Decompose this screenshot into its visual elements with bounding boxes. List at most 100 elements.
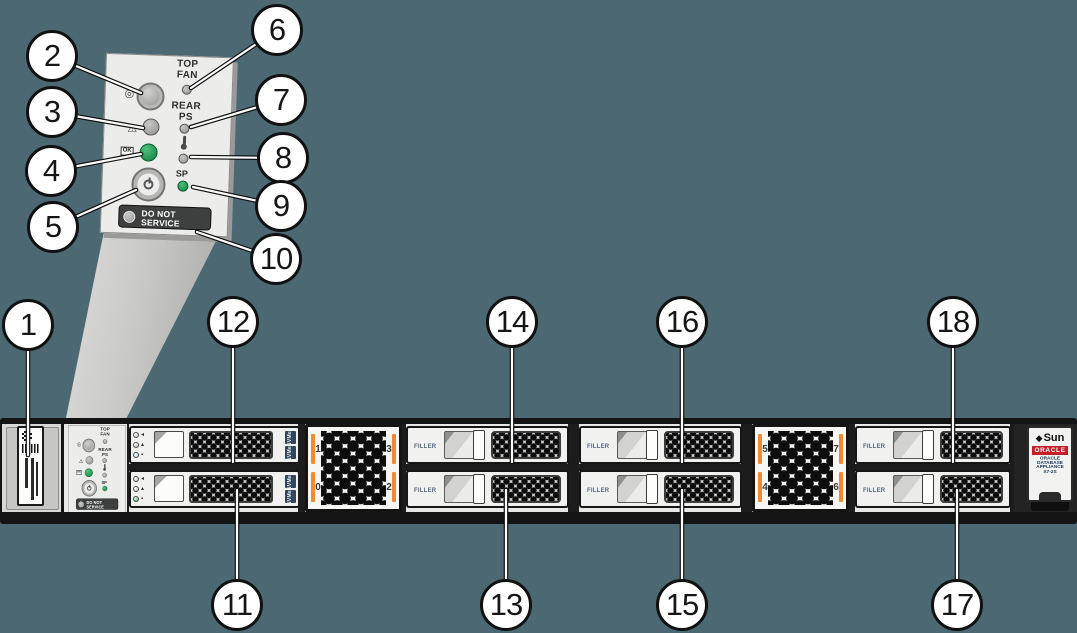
label-text-line [25,458,28,488]
sp-label: SP [101,480,107,485]
filler-latch [893,475,925,503]
oracle-logo: ORACLE [1032,446,1068,455]
filler-bay-section: FILLER FILLER [855,424,1011,512]
drive-status-led [133,452,139,458]
divider [847,424,855,512]
divider [568,424,579,512]
drive-led-icon: ▴ [141,486,145,492]
top-fan-led [181,84,192,95]
filler-label: FILLER [863,443,886,450]
slot-marker [839,434,843,464]
filler-label: FILLER [863,487,886,494]
ok-led [84,468,93,478]
rear-ps-led [102,458,107,463]
drive-status-led [133,486,139,492]
locator-button [136,82,166,111]
callout-9: 9 [255,180,307,232]
callout-12: 12 [207,296,259,348]
callout-15: 15 [656,579,708,631]
mini-control-panel: TOP FAN ◎ REAR PS ⚠ OK SP DO NOT SERVICE [68,425,126,512]
slot-marker [839,472,843,502]
magnifier-beam [64,231,221,425]
callout-14: 14 [486,296,538,348]
power-icon [143,179,154,190]
filler-panel: FILLER [855,426,1011,464]
label-text-line [36,462,38,496]
top-fan-label: TOP FAN [176,58,199,81]
drive-led-icon: ◂ [141,476,145,482]
ok-icon: OK [76,470,83,475]
temperature-led [102,472,107,478]
top-fan-led [102,439,108,444]
locator-icon: ◎ [124,87,135,100]
sun-logo: ◆Sun [1035,432,1065,444]
slot-number: 7 [833,444,839,455]
filler-panel: FILLER [579,470,742,508]
callout-13: 13 [480,579,532,631]
filler-label: FILLER [414,443,437,450]
slot-number: 1 [315,444,321,455]
slot-marker [758,434,762,464]
label-text-line [31,458,34,500]
ear-handle [1031,502,1069,511]
chassis-top-edge [0,418,1077,424]
filler-latch [617,475,649,503]
divider [400,424,406,512]
sp-label: SP [175,168,189,179]
drive-status-led [133,496,139,502]
sun-oracle-badge: ◆Sun ORACLE ORACLE DATABASE APPLIANCE X7… [1027,426,1073,502]
slot-marker [311,434,315,464]
filler-mesh [940,431,1003,459]
front-control-panel: TOP FAN ◎ REAR PS ⚠ OK SP DO NOT SERVICE [68,425,126,512]
top-fan-label: TOP FAN [100,426,110,437]
filler-mesh [491,431,561,459]
slot-number: 0 [315,482,321,493]
filler-label: FILLER [587,443,610,450]
grille-mesh [768,431,833,505]
callout-5: 5 [27,201,79,253]
server-chassis: TOP FAN ◎ REAR PS ⚠ OK SP DO NOT SERVICE [0,418,1077,524]
drive-led-cluster: ◂ ▴ ▪ [133,474,153,504]
callout-16: 16 [656,296,708,348]
do-not-service-led [78,501,84,508]
drive-led-icon: ▪ [141,496,144,502]
filler-release-button [922,474,934,504]
do-not-service-label: DO NOT SERVICE [86,499,104,510]
drive-led-icon: ◂ [141,432,145,438]
filler-release-button [922,430,934,460]
rear-ps-label: REAR PS [98,446,112,458]
rear-ps-label: REAR PS [171,100,202,123]
slot-number: 5 [762,444,768,455]
chassis-bottom-edge [0,512,1077,524]
sun-diamond-icon: ◆ [1035,433,1043,443]
callout-18: 18 [927,296,979,348]
drive-latch [154,431,184,458]
do-not-service-led [123,210,136,223]
drive-led-icon: ▪ [141,452,144,458]
callout-8: 8 [257,132,309,184]
left-rack-ear [2,424,64,512]
callout-10: 10 [250,233,302,285]
filler-release-button [646,474,658,504]
locator-button [82,438,96,453]
power-icon [86,484,92,491]
filler-mesh [664,431,734,459]
right-rack-ear: ◆Sun ORACLE ORACLE DATABASE APPLIANCE X7… [1014,424,1077,512]
fault-led [85,456,94,465]
power-button [81,480,97,497]
slot-number: 4 [762,482,768,493]
filler-panel: FILLER [406,470,569,508]
badge-notch [1039,492,1061,502]
drive-latch [154,475,184,502]
do-not-service-label: DO NOT SERVICE [140,207,180,229]
slot-marker [392,472,396,502]
filler-release-button [473,430,485,460]
filler-release-button [646,430,658,460]
divider [1010,424,1014,512]
grille-mesh [321,431,386,505]
filler-mesh [664,475,734,503]
